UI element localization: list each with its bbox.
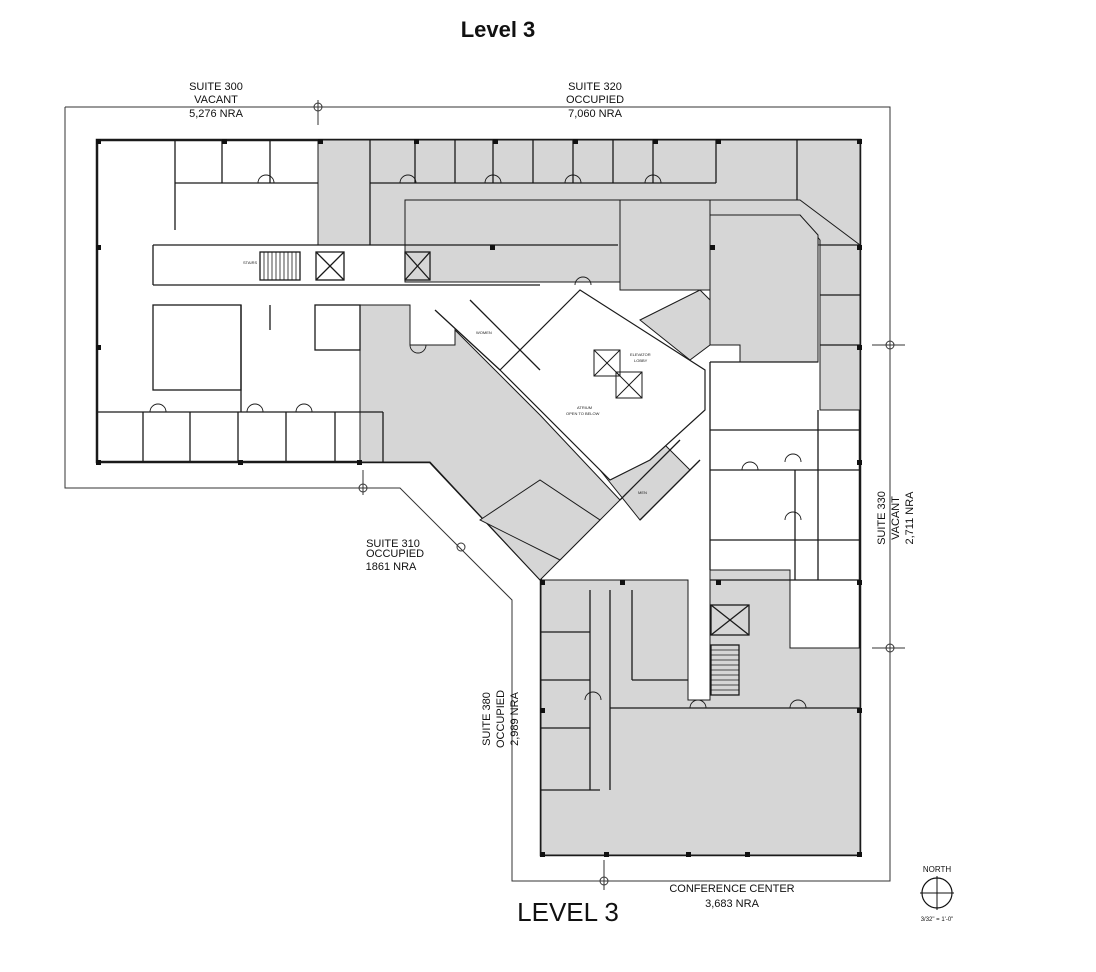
svg-text:SUITE 380: SUITE 380 — [481, 692, 493, 746]
svg-text:2,989 NRA: 2,989 NRA — [509, 691, 521, 745]
suite-330-label: SUITE 330 VACANT 2,711 NRA — [876, 491, 916, 545]
svg-text:2,711 NRA: 2,711 NRA — [904, 491, 916, 545]
svg-text:7,060 NRA: 7,060 NRA — [568, 108, 622, 120]
svg-text:OCCUPIED: OCCUPIED — [495, 690, 507, 748]
north-arrow: NORTH 3/32" = 1'-0" — [920, 865, 954, 923]
suite-310-label: SUITE 310 OCCUPIED 1861 NRA — [366, 538, 424, 573]
suite-380-label: SUITE 380 OCCUPIED 2,989 NRA — [481, 690, 521, 748]
svg-text:VACANT: VACANT — [194, 94, 238, 106]
svg-text:5,276 NRA: 5,276 NRA — [189, 108, 243, 120]
svg-text:SUITE 330: SUITE 330 — [876, 491, 888, 545]
level-caption: LEVEL 3 — [517, 897, 619, 927]
men-restroom-label: MEN — [638, 490, 647, 495]
svg-text:OCCUPIED: OCCUPIED — [566, 94, 624, 106]
page-title: Level 3 — [461, 17, 536, 42]
svg-text:SUITE 320: SUITE 320 — [568, 81, 622, 93]
svg-text:SUITE 310: SUITE 310 — [366, 538, 420, 550]
door-swings — [149, 174, 807, 709]
atrium — [499, 289, 706, 481]
scale-label: 3/32" = 1'-0" — [921, 917, 954, 923]
svg-text:CONFERENCE CENTER: CONFERENCE CENTER — [669, 883, 794, 895]
svg-text:VACANT: VACANT — [890, 496, 902, 540]
women-restroom-label: WOMEN — [476, 330, 492, 335]
atrium-label-1: ATRIUM — [577, 405, 592, 410]
elevator-lobby-label-1: ELEVATOR — [630, 352, 651, 357]
svg-text:OCCUPIED: OCCUPIED — [366, 548, 424, 560]
svg-text:1861 NRA: 1861 NRA — [366, 561, 417, 573]
elevator-2 — [615, 371, 643, 399]
conference-center-label: CONFERENCE CENTER 3,683 NRA — [669, 883, 794, 910]
columns — [96, 139, 862, 857]
atrium-label-2: OPEN TO BELOW — [566, 411, 600, 416]
occupied-areas — [317, 139, 861, 856]
grid-markers — [313, 100, 905, 890]
stairs-label: STAIRS — [243, 260, 257, 265]
stair-treads — [263, 252, 739, 691]
suite-300-label: SUITE 300 VACANT 5,276 NRA — [189, 81, 243, 120]
suite-380-area — [540, 569, 861, 856]
site-boundary — [64, 106, 891, 882]
north-label: NORTH — [923, 865, 952, 874]
suite-320-label: SUITE 320 OCCUPIED 7,060 NRA — [566, 81, 624, 120]
elevator-lobby-label-2: LOBBY — [634, 358, 648, 363]
elevator-1 — [593, 349, 621, 377]
svg-text:3,683 NRA: 3,683 NRA — [705, 898, 759, 910]
svg-text:SUITE 300: SUITE 300 — [189, 81, 243, 93]
